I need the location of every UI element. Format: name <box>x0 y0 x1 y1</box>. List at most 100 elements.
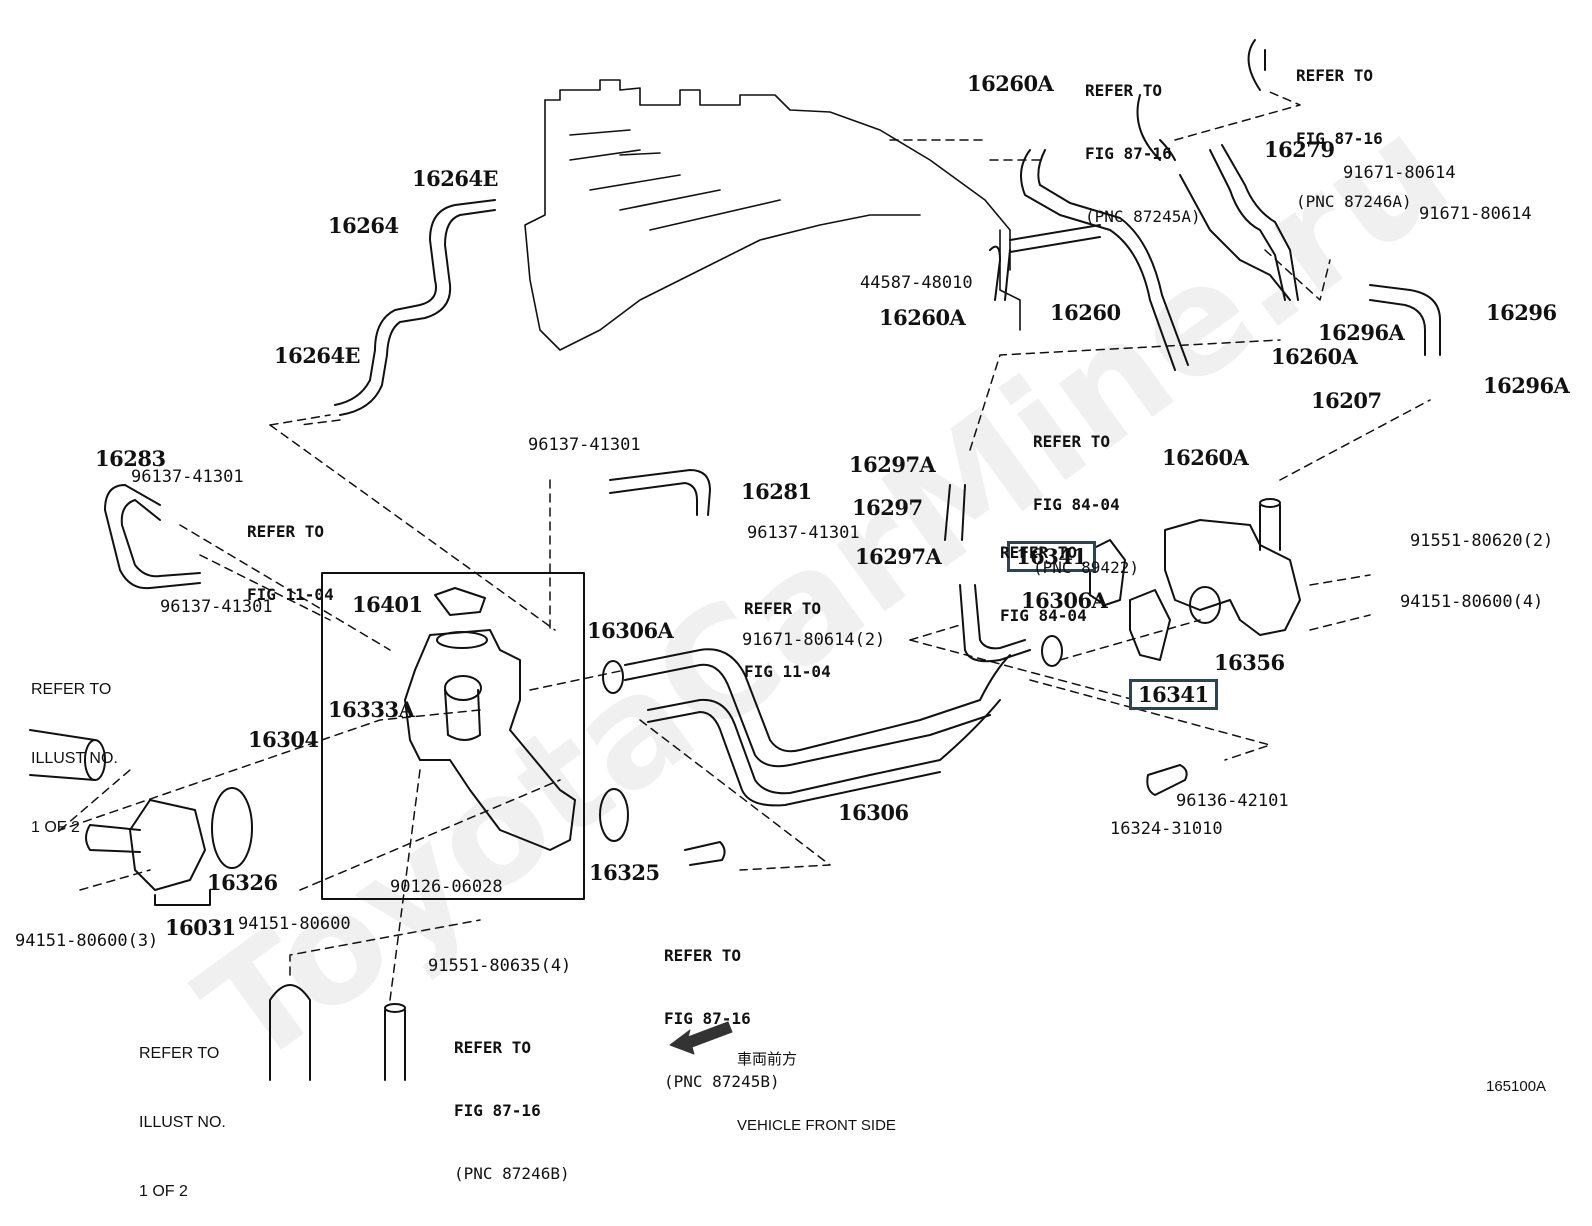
refer-line: REFER TO <box>31 681 112 698</box>
part-label[interactable]: 96137-41301 <box>528 435 641 455</box>
part-label[interactable]: 16260A <box>1271 344 1358 369</box>
part-label[interactable]: 16297 <box>852 495 923 520</box>
refer-label[interactable]: REFER TO FIG 84-04 <box>1000 500 1087 647</box>
part-label[interactable]: 16281 <box>741 479 812 504</box>
hose-16297 <box>944 484 966 541</box>
part-label[interactable]: 16306A <box>1021 588 1108 613</box>
refer-line: FIG 11-04 <box>744 662 831 681</box>
refer-line: (PNC 87246B) <box>454 1164 570 1183</box>
refer-label[interactable]: REFER TO FIG 87-16 (PNC 87246B) <box>454 995 570 1205</box>
water-outlet-16356 <box>1164 498 1301 636</box>
refer-line: FIG 84-04 <box>1033 495 1120 514</box>
hose-illust-left <box>29 729 106 781</box>
refer-line: REFER TO <box>744 599 822 618</box>
part-label[interactable]: 96137-41301 <box>747 523 860 543</box>
part-label[interactable]: 16297A <box>855 544 942 569</box>
direction-jp: 車両前方 <box>737 1051 798 1068</box>
figure-code: 165100A <box>1486 1078 1547 1095</box>
water-pump-16304 <box>404 587 576 851</box>
part-label[interactable]: 91551-80620(2) <box>1410 531 1554 551</box>
part-label[interactable]: 90126-06028 <box>390 877 503 897</box>
part-label[interactable]: 96137-41301 <box>160 597 273 617</box>
hose-87245A <box>1136 39 1266 161</box>
hose-16296 <box>1369 284 1441 356</box>
part-label[interactable]: 16304 <box>248 727 319 752</box>
refer-label[interactable]: REFER TO FIG 11-04 <box>744 556 831 703</box>
part-label-highlighted[interactable]: 16341 <box>1007 541 1096 572</box>
part-label[interactable]: 94151-80600(3) <box>15 931 159 951</box>
part-label[interactable]: 96137-41301 <box>131 467 244 487</box>
part-label[interactable]: 16260A <box>879 305 966 330</box>
part-label[interactable]: 16264E <box>274 343 361 368</box>
dashed-leaders <box>59 89 1431 1001</box>
refer-label[interactable]: REFER TO FIG 87-16 (PNC 87245B) <box>664 903 780 1113</box>
refer-line: ILLUST NO. <box>139 1114 226 1131</box>
refer-line: FIG 87-16 <box>664 1009 751 1028</box>
refer-line: ILLUST NO. <box>31 750 118 767</box>
hose-16283 <box>104 484 201 590</box>
part-label[interactable]: 16333A <box>328 697 415 722</box>
part-label[interactable]: 16296A <box>1483 373 1570 398</box>
part-label[interactable]: 94151-80600 <box>238 914 351 934</box>
part-label[interactable]: 16297A <box>849 452 936 477</box>
refer-label[interactable]: REFER TO ILLUST NO. 1 OF 2 <box>139 996 226 1226</box>
refer-line: FIG 87-16 <box>454 1101 541 1120</box>
part-label[interactable]: 91551-80635(4) <box>428 956 572 976</box>
part-label[interactable]: 16296A <box>1318 320 1405 345</box>
hose-16324 <box>1146 764 1188 796</box>
refer-line: 1 OF 2 <box>31 819 80 836</box>
part-label[interactable]: 16324-31010 <box>1110 819 1223 839</box>
direction-en: VEHICLE FRONT SIDE <box>737 1117 896 1134</box>
refer-label[interactable]: REFER TO FIG 87-16 (PNC 87246A) <box>1296 23 1412 233</box>
refer-line: (PNC 87245A) <box>1085 207 1201 226</box>
water-pump-box <box>321 572 585 900</box>
part-label[interactable]: 16260 <box>1050 300 1121 325</box>
vehicle-front-arrow-icon <box>669 1021 733 1055</box>
part-label[interactable]: 16260A <box>967 71 1054 96</box>
hose-16281 <box>609 469 711 516</box>
part-label[interactable]: 16296 <box>1486 300 1557 325</box>
part-label[interactable]: 16279 <box>1264 137 1335 162</box>
part-label[interactable]: 91671-80614(2) <box>742 630 886 650</box>
refer-label[interactable]: REFER TO ILLUST NO. 1 OF 2 <box>31 632 118 862</box>
part-label[interactable]: 16031 <box>165 915 236 940</box>
part-label[interactable]: 16306 <box>838 800 909 825</box>
part-label[interactable]: 16283 <box>95 446 166 471</box>
part-label[interactable]: 16401 <box>352 592 423 617</box>
part-label[interactable]: 16356 <box>1214 650 1285 675</box>
refer-line: 1 OF 2 <box>139 1183 188 1200</box>
part-label[interactable]: 94151-80600(4) <box>1400 592 1544 612</box>
o-ring-16306A-left <box>602 660 624 694</box>
refer-line: REFER TO <box>1000 543 1078 562</box>
refer-line: REFER TO <box>1296 66 1374 85</box>
refer-line: REFER TO <box>247 522 325 541</box>
part-label[interactable]: 16306A <box>587 618 674 643</box>
part-label[interactable]: 16325 <box>589 860 660 885</box>
part-label[interactable]: 96136-42101 <box>1176 791 1289 811</box>
part-label[interactable]: 16207 <box>1311 388 1382 413</box>
hose-illust-bottom <box>269 984 406 1081</box>
hose-16279 <box>1179 144 1299 301</box>
part-label[interactable]: 16326 <box>207 870 278 895</box>
hose-16264 <box>334 199 496 416</box>
refer-line: FIG 84-04 <box>1000 606 1087 625</box>
refer-line: (PNC 87245B) <box>664 1072 780 1091</box>
refer-line: REFER TO <box>454 1038 532 1057</box>
part-label[interactable]: 16264 <box>328 213 399 238</box>
hose-87245B <box>684 841 726 866</box>
part-label-highlighted[interactable]: 16341 <box>1129 679 1218 710</box>
refer-line: (PNC 89422) <box>1033 558 1139 577</box>
refer-line: FIG 87-16 <box>1085 144 1172 163</box>
refer-label[interactable]: REFER TO FIG 87-16 (PNC 87245A) <box>1085 38 1201 248</box>
pipe-16306 <box>624 584 1031 807</box>
thermostat-housing <box>85 787 253 906</box>
part-label[interactable]: 16264E <box>412 166 499 191</box>
part-label[interactable]: 16260A <box>1162 445 1249 470</box>
refer-line: REFER TO <box>139 1045 220 1062</box>
refer-label[interactable]: REFER TO FIG 11-04 <box>247 479 334 626</box>
refer-label[interactable]: REFER TO FIG 84-04 (PNC 89422) <box>1033 389 1139 599</box>
part-label[interactable]: 91671-80614 <box>1343 163 1456 183</box>
gasket-16341 <box>1089 539 1171 661</box>
part-label[interactable]: 91671-80614 <box>1419 204 1532 224</box>
part-label[interactable]: 44587-48010 <box>860 273 973 293</box>
